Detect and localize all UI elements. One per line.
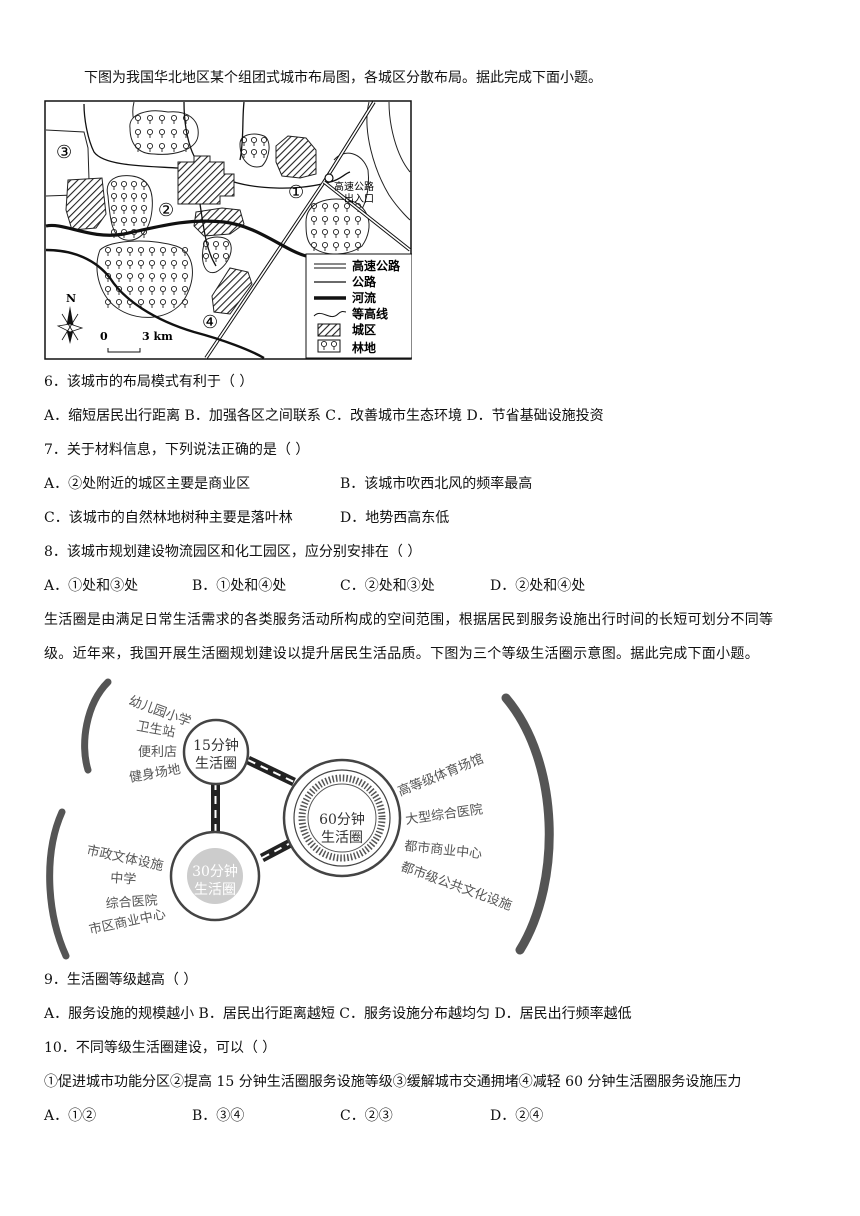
- q10-option-a: A．①②: [44, 1108, 97, 1124]
- map-label-3: ③: [56, 142, 72, 163]
- arc-30min: [46, 808, 70, 960]
- service-60-4: 都市级公共文化设施: [399, 859, 514, 914]
- circle-15min: [182, 718, 250, 786]
- legend-river: 河流: [351, 290, 376, 305]
- circle-30-label1: 30分钟: [192, 863, 238, 880]
- legend-road: 公路: [352, 274, 377, 289]
- q8-option-b: B．①处和④处: [192, 578, 287, 594]
- q10-option-c: C．②③: [340, 1108, 393, 1124]
- service-15-2: 卫生站: [135, 719, 176, 741]
- life-circle-diagram: 15分钟 生活圈 30分钟 生活圈 60分钟 生活圈 幼儿园小学 卫生站 便利店…: [46, 678, 554, 960]
- arc-60min: [501, 693, 554, 955]
- circle-60-label1: 60分钟: [319, 811, 365, 828]
- map-label-4: ④: [202, 312, 218, 333]
- scale-distance: 3 km: [142, 330, 173, 343]
- circle-15-label2: 生活圈: [195, 756, 237, 772]
- q10-option-d: D．②④: [490, 1108, 544, 1124]
- map-label-1: ①: [288, 182, 304, 203]
- service-30-3: 综合医院: [105, 893, 158, 912]
- legend-urban: 城区: [352, 322, 376, 337]
- connector-15-60: [246, 755, 296, 787]
- q7-option-d: D．地势西高东低: [340, 510, 450, 526]
- q8-option-a: A．①处和③处: [44, 578, 139, 594]
- q10-items: ①促进城市功能分区②提高 15 分钟生活圈服务设施等级③缓解城市交通拥堵④减轻 …: [44, 1074, 742, 1090]
- q7-option-a: A．②处附近的城区主要是商业区: [44, 476, 251, 492]
- arc-15min: [81, 678, 112, 774]
- intro-paragraph-1: 下图为我国华北地区某个组团式城市布局图，各城区分散布局。据此完成下面小题。: [84, 70, 602, 86]
- service-30-4: 市区商业中心: [88, 906, 168, 938]
- q10-stem: 10．不同等级生活圈建设，可以（ ）: [44, 1040, 277, 1056]
- district-north: [275, 135, 317, 179]
- circle-60-label2: 生活圈: [321, 830, 363, 846]
- scale-zero: 0: [100, 330, 108, 343]
- highway-exit-marker: [324, 173, 334, 183]
- q8-option-d: D．②处和④处: [490, 578, 586, 594]
- legend-highway: 高速公路: [352, 258, 401, 273]
- service-60-2: 大型综合医院: [404, 802, 483, 828]
- district-west: [65, 177, 107, 231]
- svg-text:N: N: [66, 292, 76, 305]
- circle-15-label1: 15分钟: [193, 737, 239, 754]
- circle-30-label2: 生活圈: [194, 882, 236, 898]
- map-label-2: ②: [158, 200, 174, 221]
- q8-option-c: C．②处和③处: [340, 578, 435, 594]
- exit-label-line1: 高速公路: [334, 180, 374, 193]
- district-south: [211, 267, 253, 315]
- scale-bar: [107, 348, 141, 353]
- intro-paragraph-2-line1: 生活圈是由满足日常生活需求的各类服务活动所构成的空间范围，根据居民到服务设施出行…: [44, 612, 774, 628]
- service-30-1: 市政文体设施: [85, 842, 165, 874]
- q8-stem: 8．该城市规划建设物流园区和化工园区，应分别安排在（ ）: [44, 544, 422, 560]
- q7-stem: 7．关于材料信息，下列说法正确的是（ ）: [44, 442, 310, 458]
- connector-15-30: [211, 778, 220, 838]
- legend-forest: 林地: [352, 340, 376, 355]
- q6-stem: 6．该城市的布局模式有利于（ ）: [44, 374, 254, 390]
- q10-option-b: B．③④: [192, 1108, 245, 1124]
- compass-icon: N: [56, 292, 84, 344]
- service-60-1: 高等级体育场馆: [396, 751, 486, 800]
- intro-paragraph-2-line2: 级。近年来，我国开展生活圈规划建设以提升居民生活品质。下图为三个等级生活圈示意图…: [44, 646, 759, 662]
- q6-options: A．缩短居民出行距离 B．加强各区之间联系 C．改善城市生态环境 D．节省基础设…: [44, 408, 604, 424]
- service-60-3: 都市商业中心: [404, 838, 483, 862]
- service-15-3: 便利店: [138, 745, 177, 760]
- q9-options: A．服务设施的规模越小 B．居民出行距离越短 C．服务设施分布越均匀 D．居民出…: [44, 1006, 632, 1022]
- service-30-2: 中学: [110, 870, 137, 888]
- q7-option-c: C．该城市的自然林地树种主要是落叶林: [44, 510, 293, 526]
- q7-option-b: B．该城市吹西北风的频率最高: [340, 476, 533, 492]
- q9-stem: 9．生活圈等级越高（ ）: [44, 972, 198, 988]
- exit-label-line2: 出入口: [344, 192, 374, 205]
- city-layout-map: ① ② ③ ④ 高速公路 出入口 N 0 3 km 高速公路 公路 河流 等高线…: [44, 100, 412, 360]
- legend-contour: 等高线: [351, 306, 388, 321]
- service-15-4: 健身场地: [128, 761, 182, 786]
